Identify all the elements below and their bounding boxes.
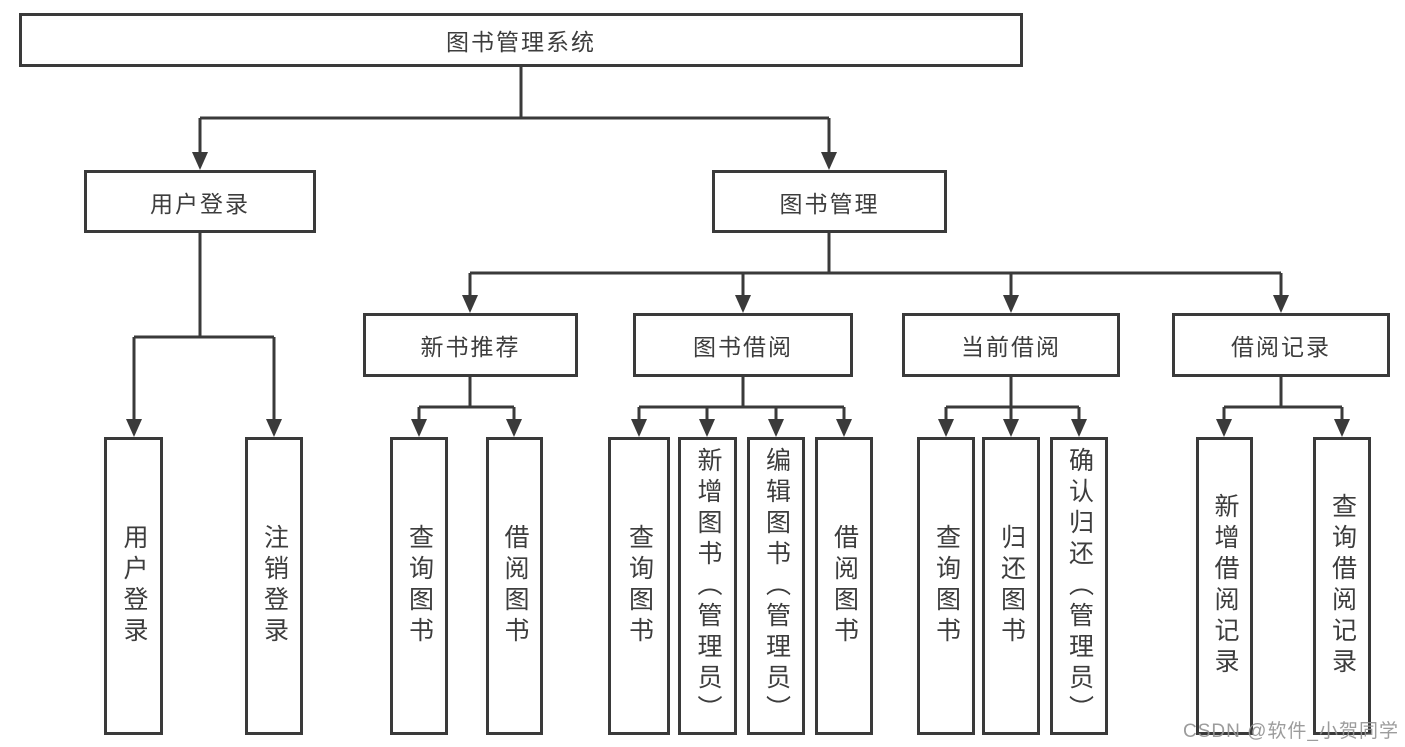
leaf-user-login-label: 用户登录 [120,524,148,648]
node-borrow-records: 借阅记录 [1172,313,1390,377]
leaf-add-books-admin: 新增图书（管理员） [678,437,737,735]
leaf-edit-books-admin-label: 编辑图书（管理员） [762,446,791,726]
connector-root [192,67,837,170]
connector-book-management [462,233,1289,313]
leaf-borrow-books-1: 借阅图书 [486,437,543,735]
leaf-add-borrow-record: 新增借阅记录 [1196,437,1253,735]
leaf-borrow-books-1-label: 借阅图书 [501,524,529,648]
leaf-return-books: 归还图书 [982,437,1040,735]
leaf-query-books-3-label: 查询图书 [932,524,961,648]
leaf-logout-login-label: 注销登录 [260,524,289,648]
node-book-borrowing: 图书借阅 [633,313,853,377]
leaf-borrow-books-2-label: 借阅图书 [830,524,859,648]
leaf-user-login: 用户登录 [104,437,163,735]
leaf-query-books-2: 查询图书 [608,437,670,735]
leaf-borrow-books-2: 借阅图书 [815,437,873,735]
connector-new-book-recommend [411,377,522,437]
leaf-logout-login: 注销登录 [245,437,303,735]
leaf-query-books-3: 查询图书 [917,437,975,735]
leaf-query-borrow-record-label: 查询借阅记录 [1328,493,1357,679]
leaf-add-borrow-record-label: 新增借阅记录 [1211,493,1239,679]
node-new-book-recommend: 新书推荐 [363,313,578,377]
leaf-edit-books-admin: 编辑图书（管理员） [747,437,805,735]
leaf-query-books-1-label: 查询图书 [405,524,434,648]
connector-borrow-records [1216,377,1350,437]
connector-user-login [126,233,282,437]
node-book-management: 图书管理 [712,170,947,233]
node-current-borrowing: 当前借阅 [902,313,1120,377]
node-root: 图书管理系统 [19,13,1023,67]
leaf-confirm-return-admin-label: 确认归还（管理员） [1065,446,1094,726]
leaf-query-books-1: 查询图书 [390,437,448,735]
leaf-confirm-return-admin: 确认归还（管理员） [1050,437,1108,735]
leaf-query-books-2-label: 查询图书 [625,524,654,648]
watermark-text: CSDN @软件_小贺同学 [1183,721,1399,742]
leaf-query-borrow-record: 查询借阅记录 [1313,437,1371,735]
leaf-add-books-admin-label: 新增图书（管理员） [694,446,722,726]
connector-book-borrowing [631,377,852,437]
node-user-login: 用户登录 [84,170,316,233]
leaf-return-books-label: 归还图书 [997,524,1026,648]
connector-current-borrowing [938,377,1087,437]
